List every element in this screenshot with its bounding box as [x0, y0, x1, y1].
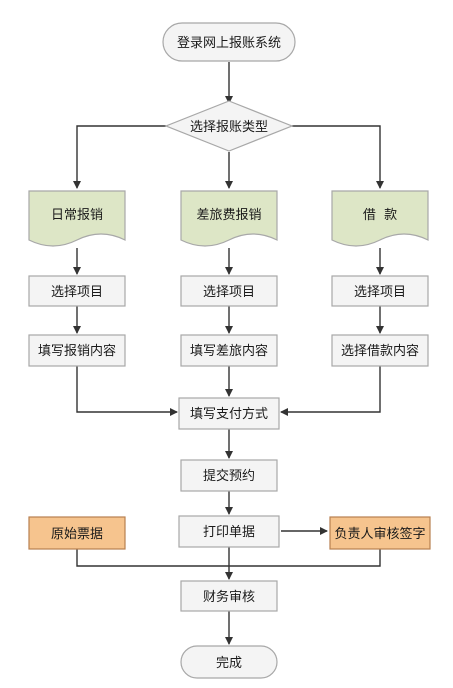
process-fill-travel: 填写差旅内容: [180, 334, 278, 367]
connector-signature-merge: [229, 549, 381, 567]
process-select-item-travel: 选择项目: [180, 275, 278, 307]
process-select-item-travel-label: 选择项目: [203, 285, 255, 300]
decision-label: 选择报账类型: [190, 120, 268, 135]
document-loan-label: 借 款: [363, 208, 397, 223]
document-loan: 借 款: [331, 190, 429, 247]
process-fill-daily-label: 填写报销内容: [38, 343, 116, 359]
process-print-label: 打印单据: [203, 525, 255, 540]
process-fill-daily: 填写报销内容: [28, 334, 126, 367]
process-payment-label: 填写支付方式: [190, 406, 268, 422]
document-daily-label: 日常报销: [51, 208, 103, 223]
process-select-item-daily: 选择项目: [28, 275, 126, 307]
process-appointment: 提交预约: [180, 459, 278, 492]
process-select-item-daily-label: 选择项目: [51, 285, 103, 300]
process-fill-travel-label: 填写差旅内容: [190, 343, 268, 359]
document-travel-label: 差旅费报销: [196, 208, 261, 223]
start-label: 登录网上报账系统: [177, 36, 281, 51]
connector-decision-to-loan: [292, 125, 384, 189]
input-signature: 负责人审核签字: [329, 516, 431, 550]
document-travel: 差旅费报销: [180, 190, 278, 247]
end-label: 完成: [216, 656, 242, 671]
document-daily: 日常报销: [28, 190, 126, 247]
decision-diamond: 选择报账类型: [164, 100, 294, 152]
connector-fill-daily-to-payment: [76, 366, 178, 416]
process-select-item-loan: 选择项目: [331, 275, 429, 307]
input-signature-label: 负责人审核签字: [334, 526, 425, 542]
connector-decision-to-daily: [73, 125, 166, 189]
process-select-item-loan-label: 选择项目: [354, 285, 406, 300]
process-print: 打印单据: [178, 515, 280, 548]
process-select-loan-content-label: 选择借款内容: [341, 343, 419, 359]
process-audit-label: 财务审核: [203, 589, 255, 605]
input-original-receipts: 原始票据: [28, 516, 126, 550]
connector-loan-content-to-payment: [280, 366, 381, 416]
process-select-loan-content: 选择借款内容: [331, 334, 429, 367]
process-payment: 填写支付方式: [178, 397, 280, 430]
process-audit: 财务审核: [180, 580, 278, 612]
connector-receipts-merge: [76, 549, 229, 567]
end-terminator: 完成: [180, 645, 278, 679]
process-appointment-label: 提交预约: [203, 468, 255, 484]
connectors: [73, 62, 384, 645]
start-terminator: 登录网上报账系统: [162, 22, 296, 62]
input-original-receipts-label: 原始票据: [51, 527, 103, 542]
